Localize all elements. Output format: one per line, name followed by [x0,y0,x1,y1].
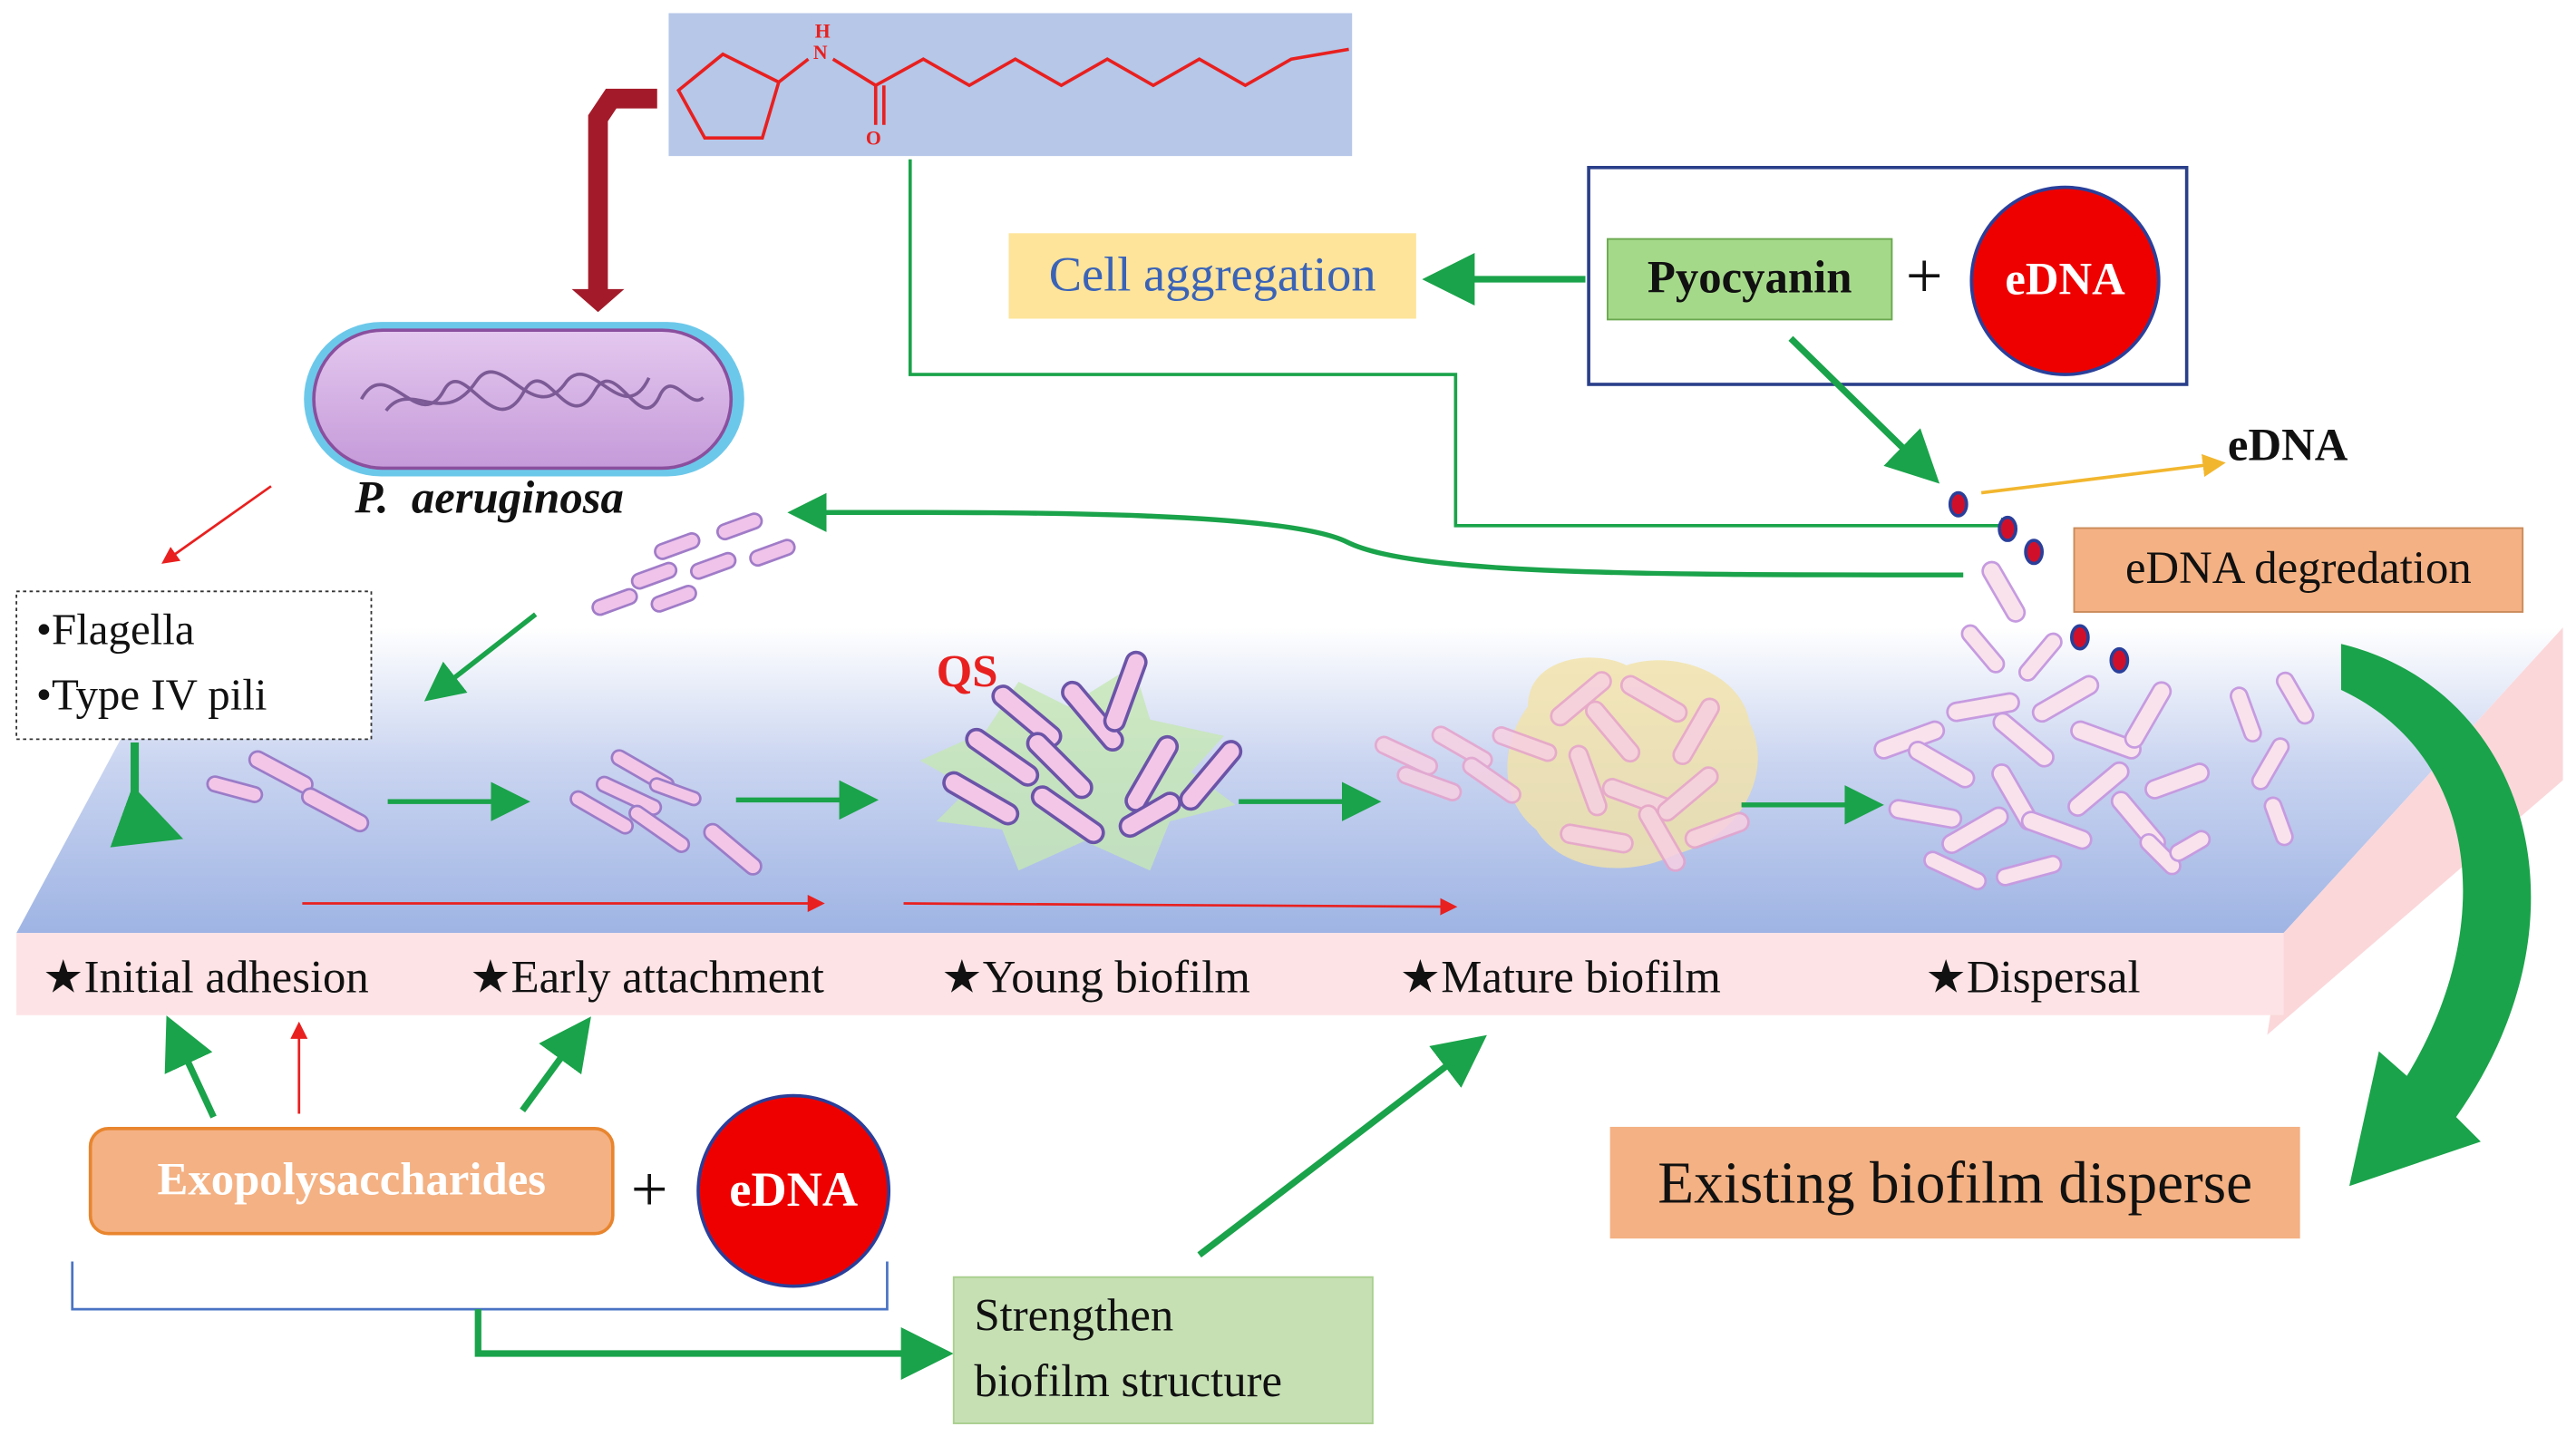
strengthen-to-mature-arrow [1197,1034,1487,1258]
cell-aggregation-box: Cell aggregation [1008,233,1416,319]
strengthen-box: Strengthen biofilm structure [952,1276,1374,1424]
dispersal-return-arrow [787,492,1964,577]
qs-label: QS [936,646,998,699]
pyocyanin-to-edna-arrow [1788,335,1940,484]
molecule-to-cell-arrow [588,88,657,296]
molecule-structure [676,47,1349,141]
exopolysaccharides-label: Exopolysaccharides [157,1154,546,1206]
atom-o-label: O [865,126,881,150]
stage-dispersal: ★Dispersal [1925,952,2141,1004]
edna-circle-top: eDNA [1969,185,2161,376]
bracket-to-strengthen-arrow [474,1309,954,1380]
young-biofilm-bacteria [942,650,1243,845]
strengthen-line-2: biofilm structure [974,1356,1283,1408]
red-progression-arrow-2 [903,898,1458,916]
molecule-to-cell-arrowhead [571,288,625,313]
eps-plus: + [630,1151,668,1226]
appendage-flagella: •Flagella [35,604,195,655]
stage-label-band [16,933,2284,1015]
appendages-to-surface-arrow [110,742,184,848]
pyocyanin-edna-frame [1587,166,2189,386]
organism-name: P. aeruginosa [355,472,624,524]
atom-n-label: N [812,41,828,64]
dispersal-curved-arrow [2340,644,2532,1187]
edna-release-arrow [1980,453,2226,495]
edna-released-label: eDNA [2227,420,2348,472]
edna-degradation-box: eDNA degredation [2073,527,2524,613]
initial-adhesion-bacteria [206,750,370,833]
floating-bacteria [591,512,796,616]
edna-circle-bottom-label: eDNA [729,1162,859,1218]
dispersal-bacteria [1873,560,2315,891]
appendages-box [15,590,373,741]
edna-dots [1948,490,2130,674]
mature-biofilm-bacteria [1374,671,1750,872]
molecule-to-dispersal-line [908,159,2018,534]
atom-h-label: H [814,19,831,44]
cell-to-appendages-arrow [161,485,272,564]
eps-to-initial-arrow [164,1015,217,1119]
pyocyanin-plus: + [1905,238,1943,313]
floating-to-adhesion-arrow [423,612,538,702]
pyocyanin-box: Pyocyanin [1607,238,1893,321]
edna-circle-top-label: eDNA [2005,254,2125,306]
eps-to-early-arrow [520,1016,591,1112]
appendage-type-iv-pili: •Type IV pili [35,670,267,720]
bacterium-cell [312,328,734,471]
edna-degradation-label: eDNA degredation [2124,543,2472,595]
early-attachment-bacteria [569,749,763,876]
stage-initial-adhesion: ★Initial adhesion [43,952,369,1004]
pyocyanin-label: Pyocyanin [1647,253,1852,305]
bacterium-dna-strand [384,370,651,412]
exopolysaccharides-box: Exopolysaccharides [88,1126,615,1236]
stage-progression-arrows [387,780,1884,825]
existing-disperse-label: Existing biofilm disperse [1657,1150,2253,1216]
biofilm-surface-side [2267,627,2563,1035]
stage-young-biofilm: ★Young biofilm [941,952,1250,1004]
strengthen-line-1: Strengthen [974,1291,1174,1343]
existing-disperse-box: Existing biofilm disperse [1609,1126,2300,1239]
molecule-panel [668,13,1353,157]
edna-circle-bottom: eDNA [696,1093,891,1288]
cell-aggregation-label: Cell aggregation [1048,247,1376,303]
stage-early-attachment: ★Early attachment [470,952,824,1004]
stage-mature-biofilm: ★Mature biofilm [1399,952,1721,1004]
